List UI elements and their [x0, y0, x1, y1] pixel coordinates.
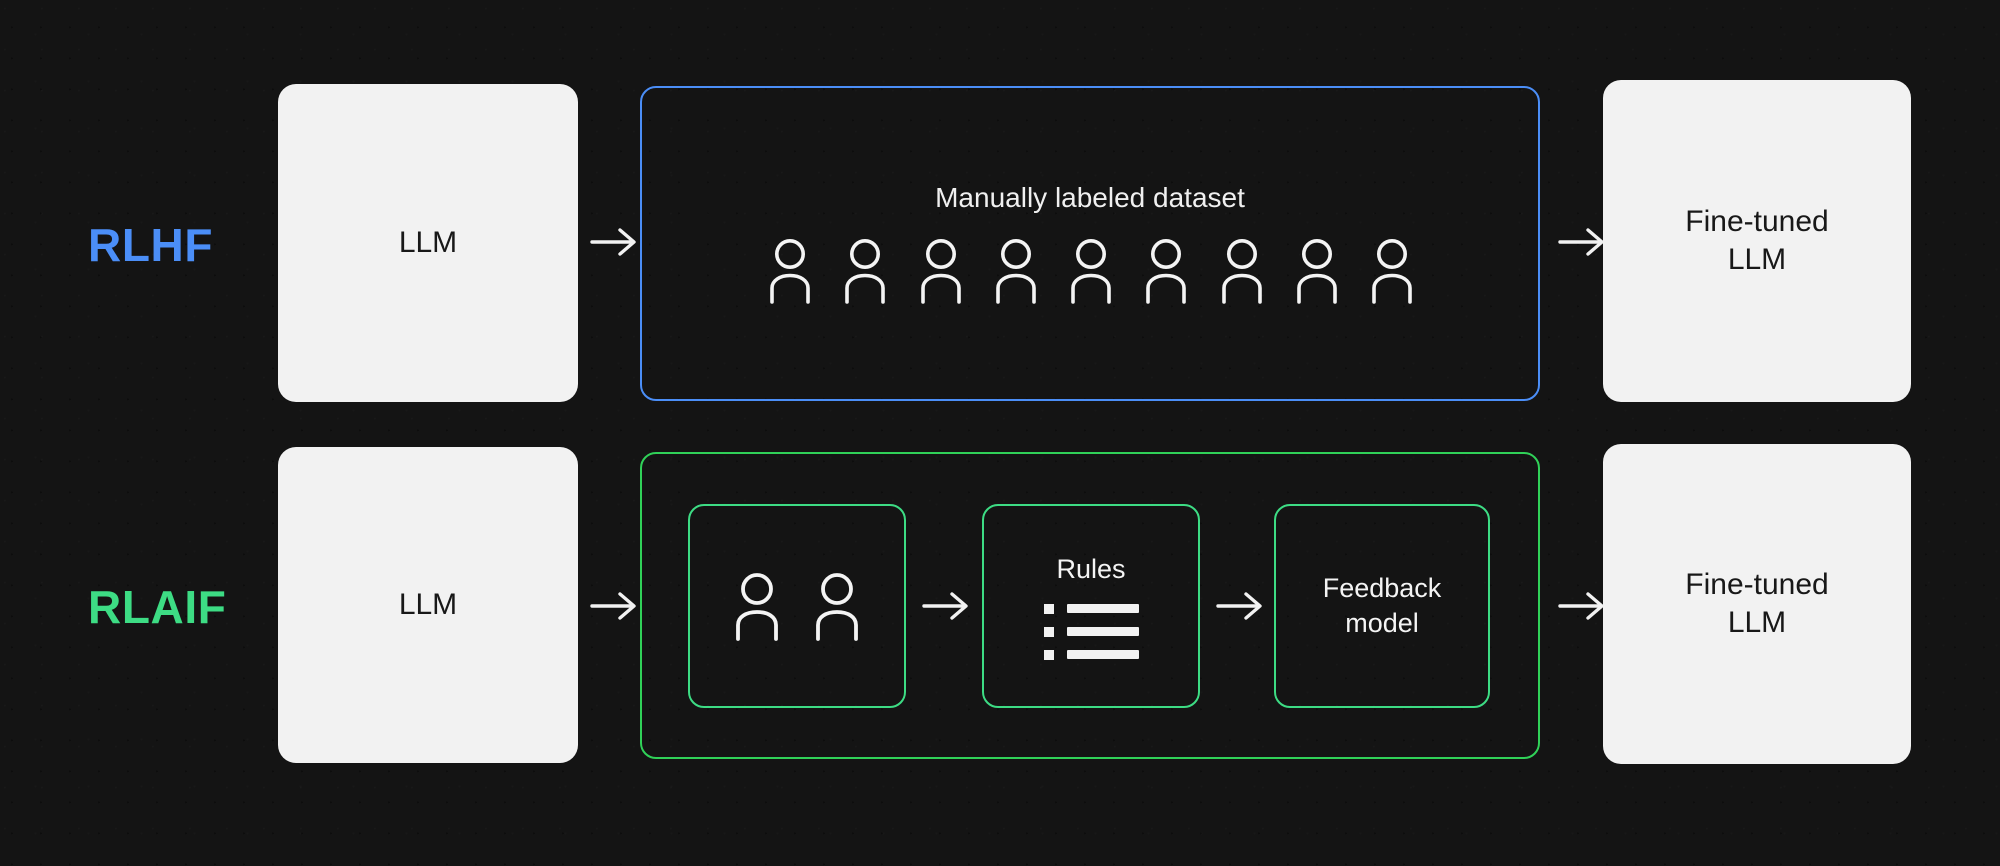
bullet-square-icon — [1043, 626, 1054, 637]
row-label-rlhf: RLHF — [88, 219, 214, 271]
person-icon — [816, 573, 858, 641]
two-people-icon — [731, 571, 863, 641]
bullet-bar — [1066, 650, 1139, 660]
rlhf-arrow-2 — [1556, 222, 1612, 262]
rlhf-dataset-group — [640, 86, 1540, 401]
rlaif-output-card: Fine-tuned LLM — [1603, 444, 1911, 764]
bullet-list-icon — [1043, 603, 1139, 660]
rlaif-input-card: LLM — [278, 447, 578, 763]
rlaif-step-rules: Rules — [982, 504, 1200, 708]
rlaif-step-feedback: Feedback model — [1274, 504, 1490, 708]
person-icon — [1293, 238, 1341, 304]
person-icon — [766, 238, 814, 304]
rules-title: Rules — [1056, 554, 1126, 585]
rlaif-arrow-4 — [1556, 586, 1612, 626]
feedback-title-line1: Feedback — [1322, 572, 1442, 603]
rlaif-arrow-1 — [588, 586, 644, 626]
person-icon — [1142, 238, 1190, 304]
bullet-list-row — [1043, 649, 1139, 660]
rlhf-output-line2: LLM — [1727, 243, 1787, 276]
bullet-square-icon — [1043, 649, 1054, 660]
person-icon — [1368, 238, 1416, 304]
bullet-list-row — [1043, 603, 1139, 614]
rlhf-output-card: Fine-tuned LLM — [1603, 80, 1911, 402]
bullet-square-icon — [1043, 603, 1054, 614]
row-label-rlaif: RLAIF — [88, 581, 227, 633]
person-icon — [1218, 238, 1266, 304]
bullet-list-row — [1043, 626, 1139, 637]
rlhf-input-card: LLM — [278, 84, 578, 402]
feedback-title-line2: model — [1345, 608, 1419, 638]
rlaif-output-line1: Fine-tuned — [1685, 567, 1829, 601]
person-icon — [917, 238, 965, 304]
rlaif-output-line2: LLM — [1727, 606, 1787, 639]
rlhf-dataset-caption: Manually labeled dataset — [935, 182, 1245, 213]
person-icon — [736, 573, 778, 641]
rlhf-input-card-label: LLM — [398, 225, 458, 259]
rlaif-step-people — [688, 504, 906, 708]
rlaif-arrow-3 — [1214, 586, 1270, 626]
rlhf-arrow-1 — [588, 222, 644, 262]
rlaif-input-card-label: LLM — [398, 587, 458, 621]
bullet-bar — [1066, 627, 1139, 637]
bullet-bar — [1066, 604, 1139, 614]
rlaif-pipeline-group — [640, 452, 1540, 759]
rlaif-arrow-2 — [920, 586, 976, 626]
person-icon — [992, 238, 1040, 304]
rlhf-output-line1: Fine-tuned — [1685, 204, 1829, 238]
person-icon — [1067, 238, 1115, 304]
rlhf-people-row — [766, 238, 1416, 304]
person-icon — [841, 238, 889, 304]
